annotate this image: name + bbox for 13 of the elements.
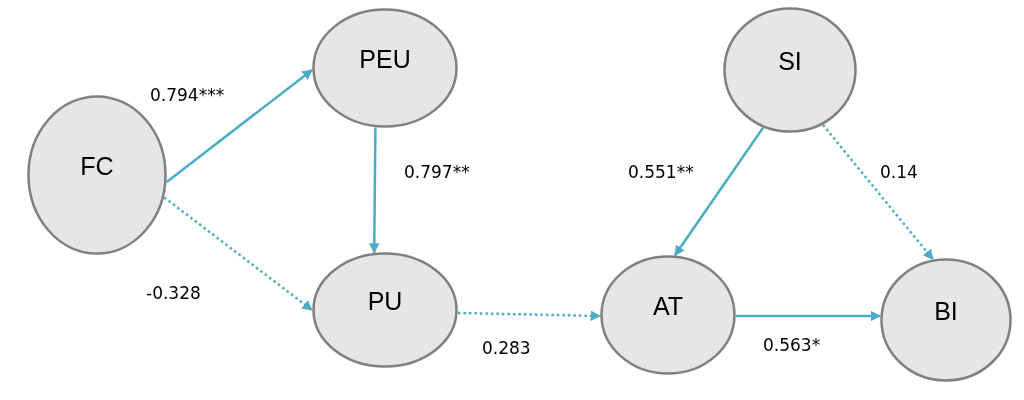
construct-label: PU (367, 286, 403, 316)
construct-label: PEU (359, 44, 411, 74)
arrow (369, 127, 380, 254)
dotted-arrow (163, 196, 313, 311)
arrow (673, 126, 765, 257)
arrow (165, 68, 313, 184)
construct-label: BI (934, 296, 958, 326)
construct-label: SI (778, 46, 802, 76)
construct-label: AT (652, 291, 684, 321)
dotted-arrow (821, 124, 934, 261)
construct-label: FC (80, 151, 114, 181)
dotted-arrow (457, 310, 602, 322)
arrow (736, 310, 882, 322)
